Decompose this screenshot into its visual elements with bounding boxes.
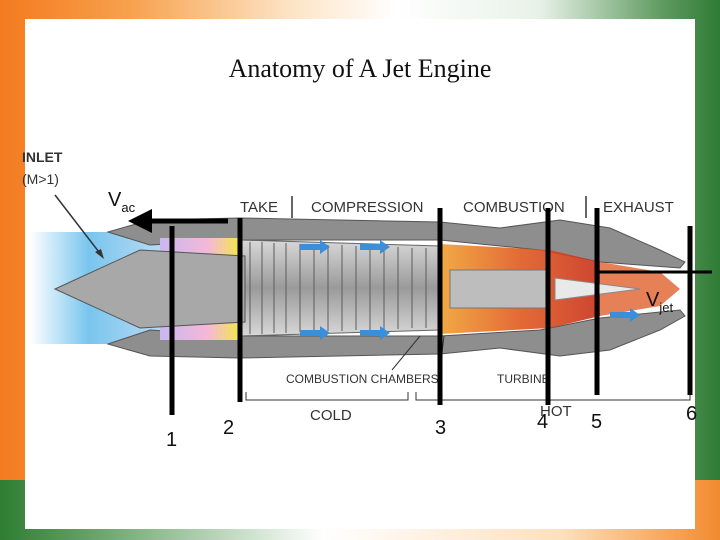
station-label-3: 3 — [435, 417, 446, 439]
velocity-in-symbol: V — [108, 189, 122, 211]
section-exhaust: EXHAUST — [603, 199, 674, 216]
chamber-pointer — [391, 335, 421, 371]
station-label-1: 1 — [166, 429, 177, 451]
velocity-out-subscript: jet — [658, 300, 673, 315]
slide-title: Anatomy of A Jet Engine — [228, 54, 492, 83]
station-lines — [169, 208, 693, 415]
compressor-blades — [249, 242, 427, 334]
cold-bracket — [245, 392, 409, 401]
velocity-in-subscript: ac — [121, 200, 135, 215]
nacelle-top — [106, 217, 686, 269]
section-take: TAKE — [240, 199, 278, 216]
inlet-pointer — [54, 194, 103, 257]
station-label-2: 2 — [223, 417, 234, 439]
station-label-6: 6 — [686, 403, 697, 425]
hot-bracket — [415, 392, 691, 401]
compressor-core — [239, 239, 441, 337]
velocity-out-label: Vjet — [646, 289, 673, 315]
airflow-arrows — [300, 240, 640, 340]
label-combustion-chambers: COMBUSTION CHAMBERS — [286, 372, 439, 386]
label-hot: HOT — [540, 403, 572, 420]
velocity-out-symbol: V — [646, 289, 660, 311]
section-combustion: COMBUSTION — [463, 199, 565, 216]
velocity-in-label: Vac — [108, 189, 136, 215]
inlet-mach-label: (M>1) — [22, 171, 59, 187]
section-compression: COMPRESSION — [311, 199, 424, 216]
turbine-core — [449, 269, 551, 309]
station-label-5: 5 — [591, 411, 602, 433]
station-label-4: 4 — [537, 411, 548, 433]
inlet-pointer-head — [95, 249, 104, 259]
vac-arrow-head — [128, 209, 152, 233]
label-cold: COLD — [310, 407, 352, 424]
inlet-label: INLET — [22, 149, 63, 165]
inlet-spike — [53, 249, 246, 329]
nacelle-bottom — [106, 309, 686, 359]
label-turbine: TURBINE — [497, 372, 550, 386]
